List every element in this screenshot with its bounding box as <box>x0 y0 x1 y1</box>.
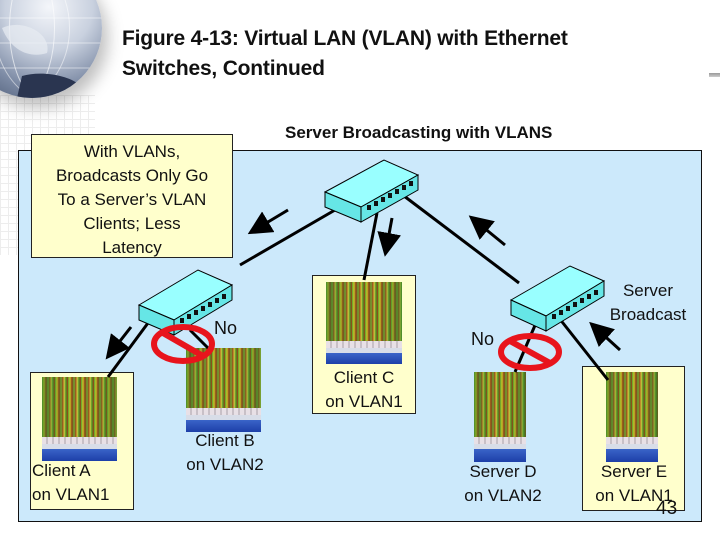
client-a-name: Client A <box>32 461 91 480</box>
prohibited-icon-client-b <box>151 324 215 364</box>
arrow-to-left-switch <box>247 208 289 235</box>
link-left-switch-to-client-b <box>188 328 212 352</box>
slide-title: Figure 4-13: Virtual LAN (VLAN) with Eth… <box>122 24 568 84</box>
note-line-3: To a Server’s VLAN <box>57 190 207 209</box>
note-line-4: Clients; Less <box>83 214 181 233</box>
client-c-connector-image <box>326 282 402 364</box>
note-line-2: Broadcasts Only Go <box>55 166 209 185</box>
server-e-connector-image <box>606 372 658 462</box>
server-broadcast-label: Server Broadcast <box>600 279 696 327</box>
note-line-1: With VLANs, <box>83 142 181 161</box>
blocked-label-client-b: No <box>214 318 238 338</box>
slide-title-line-1: Figure 4-13: Virtual LAN (VLAN) with Eth… <box>122 27 568 50</box>
globe-logo-icon <box>0 0 102 98</box>
decorative-bar <box>709 73 720 77</box>
diagram-heading: Server Broadcasting with VLANS <box>285 123 553 142</box>
server-d-name: Server D <box>469 462 537 481</box>
client-b-name: Client B <box>195 431 255 450</box>
server-e-name: Server E <box>600 462 668 481</box>
client-c-label: Client C on VLAN1 <box>312 366 416 414</box>
arrow-to-client-a <box>105 326 133 360</box>
page-number: 43 <box>656 498 678 519</box>
server-broadcast-line-1: Server <box>622 281 674 300</box>
slide-title-line-2: Switches, Continued <box>122 57 325 80</box>
client-c-vlan: on VLAN1 <box>325 392 403 411</box>
arrow-to-client-c <box>377 217 401 257</box>
client-b-connector-image <box>186 348 261 432</box>
link-top-to-right-switch <box>403 194 520 285</box>
client-c-name: Client C <box>333 368 395 387</box>
arrow-server-broadcast <box>589 321 622 352</box>
arrow-from-right-switch <box>468 215 506 247</box>
server-d-connector-image <box>474 372 526 462</box>
client-a-label: Client A on VLAN1 <box>32 459 112 507</box>
note-line-5: Latency <box>102 238 162 257</box>
top-switch-icon <box>323 159 420 223</box>
server-d-label: Server D on VLAN2 <box>448 460 558 508</box>
server-d-vlan: on VLAN2 <box>464 486 542 505</box>
prohibited-icon-server-d <box>498 333 562 371</box>
client-b-vlan: on VLAN2 <box>186 455 264 474</box>
server-e-vlan: on VLAN1 <box>595 486 673 505</box>
right-switch-icon <box>509 265 606 332</box>
link-top-to-client-c <box>362 212 379 281</box>
client-a-connector-image <box>42 377 117 461</box>
client-b-label: Client B on VLAN2 <box>170 429 280 477</box>
server-broadcast-line-2: Broadcast <box>609 305 687 324</box>
blocked-label-server-d: No <box>471 329 495 349</box>
server-e-label: Server E on VLAN1 <box>582 460 686 508</box>
vlan-note-callout: With VLANs, Broadcasts Only Go To a Serv… <box>31 134 233 258</box>
link-top-to-left-switch <box>239 208 336 267</box>
link-right-switch-to-server-e <box>557 317 610 381</box>
client-a-vlan: on VLAN1 <box>32 485 110 504</box>
